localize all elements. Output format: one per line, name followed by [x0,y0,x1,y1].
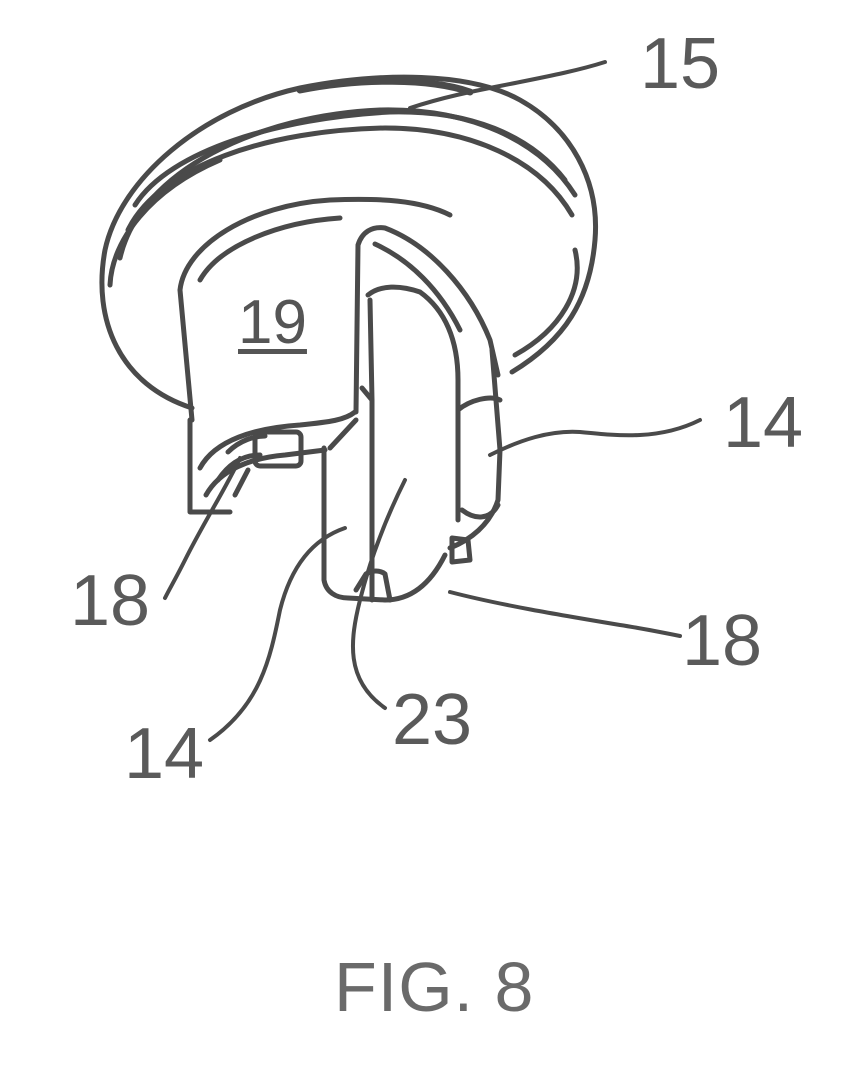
leader-lines [163,60,702,742]
leader-14-right [488,418,702,457]
ref-label-18-left: 18 [70,561,151,641]
ref-label-19: 19 [238,288,307,357]
ref-label-18-right: 18 [682,601,763,681]
latch-detail-left [215,429,304,498]
leader-15 [408,60,607,110]
ref-label-14-right: 14 [723,383,804,463]
leader-14-bottom [208,526,347,742]
leader-23 [350,478,407,710]
leader-18-left [163,456,242,600]
side-arm-right [382,347,503,603]
ref-label-15: 15 [640,24,721,104]
flange [99,74,599,411]
ref-label-23: 23 [392,680,473,760]
hub [177,196,453,515]
central-tab [353,225,501,603]
side-arm-left [321,417,393,603]
ref-label-14-bottom: 14 [124,714,205,794]
leader-18-right [448,590,682,638]
figure-caption: FIG. 8 [334,948,535,1026]
